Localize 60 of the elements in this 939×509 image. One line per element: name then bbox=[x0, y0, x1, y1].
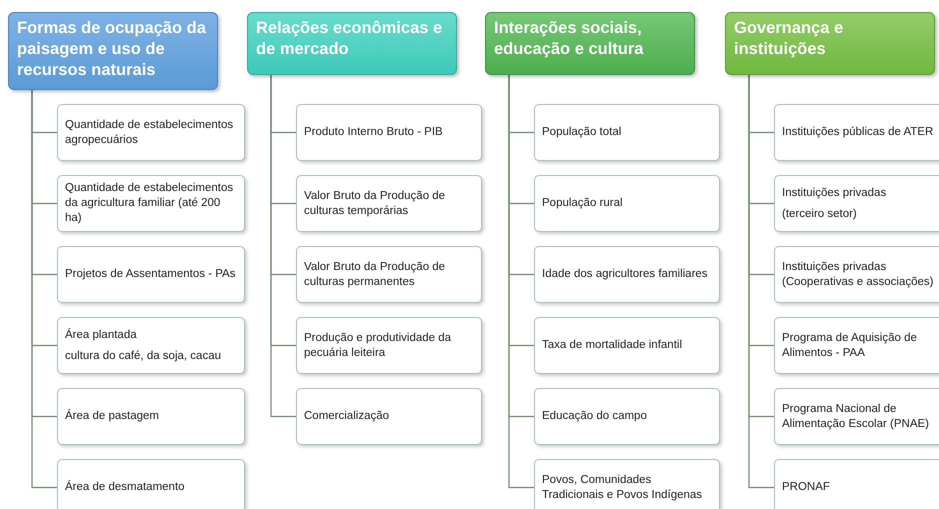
indicator-text: Valor Bruto da Produção de culturas temporárias bbox=[304, 188, 446, 218]
connector-line bbox=[508, 75, 534, 488]
indicator-box bbox=[296, 104, 482, 161]
indicator-text: Programa Nacional de Alimentação Escolar (PNAE) bbox=[782, 402, 930, 432]
indicator-box bbox=[57, 104, 245, 161]
header-title: Interações sociais, educação e cultura bbox=[494, 18, 644, 60]
header-title: Relações econômicas e de mercado bbox=[256, 18, 444, 60]
indicator-box bbox=[57, 317, 245, 374]
indicator-box bbox=[296, 175, 482, 232]
category-header bbox=[725, 12, 935, 75]
indicator-box bbox=[774, 104, 939, 161]
indicator-box bbox=[774, 388, 939, 445]
indicator-text: cultura do café, da soja, cacau bbox=[65, 348, 222, 364]
indicator-box bbox=[296, 246, 482, 303]
indicator-box bbox=[774, 317, 939, 374]
indicator-text: Projetos de Assentamentos - PAs bbox=[65, 267, 236, 282]
indicator-box bbox=[534, 104, 720, 161]
indicator-text: Quantidade de estabelecimentos agropecuários bbox=[65, 118, 234, 148]
connector-line bbox=[31, 90, 57, 488]
indicator-text: (terceiro setor) bbox=[782, 206, 858, 222]
indicator-box bbox=[57, 459, 245, 509]
category-header bbox=[247, 12, 457, 75]
indicator-text: Educação do campo bbox=[542, 409, 648, 424]
indicator-text: Programa de Aquisição de Alimentos - PAA bbox=[782, 330, 918, 360]
indicator-box bbox=[57, 246, 245, 303]
indicator-box bbox=[534, 317, 720, 374]
indicator-box bbox=[534, 459, 720, 509]
indicator-box bbox=[534, 175, 720, 232]
category-header bbox=[485, 12, 695, 75]
indicator-text: Área plantada bbox=[65, 328, 138, 342]
indicator-box bbox=[774, 459, 939, 509]
indicator-text: Produto Interno Bruto - PIB bbox=[304, 125, 444, 140]
indicator-box bbox=[534, 388, 720, 445]
connector-line bbox=[270, 75, 296, 418]
indicator-text: Quantidade de estabelecimentos da agricultura familiar (até 200 ha) bbox=[65, 181, 234, 226]
indicator-box bbox=[296, 317, 482, 374]
indicator-text: Taxa de mortalidade infantil bbox=[542, 338, 683, 353]
indicator-text: População rural bbox=[542, 196, 624, 211]
category-header bbox=[8, 12, 218, 90]
connector-line bbox=[748, 75, 774, 488]
indicator-box bbox=[296, 388, 482, 445]
indicator-text: Instituições privadas (Cooperativas e associações) bbox=[782, 260, 934, 290]
indicator-text: População total bbox=[542, 125, 622, 140]
indicator-text: Área de desmatamento bbox=[65, 480, 186, 495]
indicator-text: Comercialização bbox=[304, 409, 390, 424]
indicator-box bbox=[774, 246, 939, 303]
indicator-text: PRONAF bbox=[782, 480, 831, 495]
header-title: Formas de ocupação da paisagem e uso de recursos naturais bbox=[17, 18, 207, 81]
header-title: Governança e instituições bbox=[734, 18, 844, 60]
indicator-text: Produção e produtividade da pecuária leiteira bbox=[304, 330, 452, 360]
indicator-text: Instituições privadas bbox=[782, 186, 888, 200]
indicator-text: Área de pastagem bbox=[65, 409, 160, 424]
indicator-box bbox=[57, 175, 245, 232]
indicator-text: Idade dos agricultores familiares bbox=[542, 267, 709, 282]
indicator-text: Povos, Comunidades Tradicionais e Povos Indígenas bbox=[542, 472, 704, 502]
indicator-text: Instituições públicas de ATER bbox=[782, 125, 934, 140]
indicator-box bbox=[774, 175, 939, 232]
indicator-box bbox=[534, 246, 720, 303]
indicator-box bbox=[57, 388, 245, 445]
indicator-text: Valor Bruto da Produção de culturas permanentes bbox=[304, 260, 446, 290]
